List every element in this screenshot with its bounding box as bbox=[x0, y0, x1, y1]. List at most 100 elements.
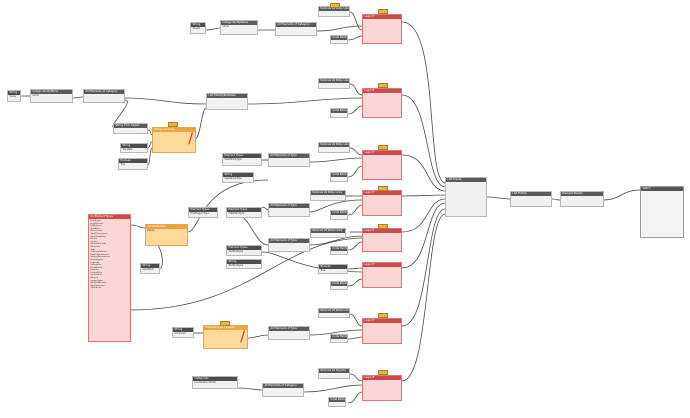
all-elements-of-type-node[interactable]: All Elements of Type bbox=[268, 153, 310, 167]
list-item[interactable]: ImageTypes bbox=[90, 279, 103, 282]
code-block-node[interactable]: Code Block bbox=[330, 108, 348, 118]
element-types-node[interactable]: Element Types FillPatternType bbox=[226, 207, 262, 218]
list-item[interactable]: Filters bbox=[90, 238, 97, 241]
remove-null-node[interactable]: Remove All NULL Links bbox=[318, 78, 350, 89]
list-item[interactable]: AnalysisResults bbox=[90, 282, 107, 285]
list-item[interactable]: AreaSchemes bbox=[90, 284, 105, 287]
list-item[interactable]: ProjectParameters bbox=[90, 253, 110, 256]
remove-null-node[interactable]: Remove All NULL Links bbox=[318, 142, 350, 153]
all-elements-of-type-node[interactable]: All Elements of Type bbox=[268, 238, 310, 252]
logic-if-node[interactable]: Logic.IF bbox=[362, 375, 402, 401]
string-node[interactable]: String DetailItem bbox=[140, 263, 160, 274]
string-contains-node[interactable]: String.Contains / bbox=[152, 127, 196, 153]
string-node[interactable]: String TextNoteType bbox=[226, 259, 262, 269]
list-item[interactable]: Materials bbox=[90, 245, 101, 248]
list-item[interactable]: SharedParameters bbox=[90, 256, 110, 259]
categories-byname-node[interactable]: Categories.ByName name bbox=[30, 89, 73, 103]
list-item[interactable]: Scopes bbox=[90, 240, 98, 243]
element-types-node[interactable]: Element Types FilledRegionType bbox=[188, 207, 218, 218]
remove-null-node[interactable]: Remove All NULL Links bbox=[318, 308, 350, 318]
list-filter-node[interactable]: List.FilterByBoolMask bbox=[206, 93, 248, 110]
list-item[interactable]: Legends bbox=[90, 261, 100, 264]
logic-if-node[interactable]: Logic.IF bbox=[362, 14, 402, 44]
element-delete-node[interactable]: Element.Delete bbox=[560, 191, 604, 207]
node-title: String bbox=[121, 144, 147, 148]
node-title: Element.Type.ByName bbox=[204, 326, 247, 330]
node-title: Element Types bbox=[223, 154, 261, 158]
list-item[interactable]: ViewTemplates bbox=[90, 235, 107, 238]
code-block-node[interactable]: Code Block bbox=[330, 172, 348, 182]
wire bbox=[401, 208, 446, 327]
logic-if-node[interactable]: Logic.IF bbox=[362, 262, 402, 288]
all-elements-of-type-node[interactable]: All Elements of Type bbox=[268, 203, 310, 217]
list-item[interactable]: Dimensions bbox=[90, 230, 103, 233]
boolean-node[interactable]: Boolean True bbox=[118, 158, 148, 170]
element-types-node[interactable]: Element Types ViewFamilyType bbox=[222, 153, 262, 166]
family-by-type-node[interactable]: Family.ByType Family bbox=[145, 224, 188, 246]
logic-if-node[interactable]: Logic.IF bbox=[362, 318, 402, 344]
list-item[interactable]: LinkedFiles bbox=[90, 271, 102, 274]
code-block-node[interactable]: Code Block bbox=[330, 35, 348, 44]
wire bbox=[130, 224, 146, 229]
logic-if-node[interactable]: Logic.IF bbox=[362, 190, 402, 216]
list-create-node[interactable]: List.Create bbox=[445, 177, 487, 217]
string-node[interactable]: String Sheets bbox=[190, 22, 206, 34]
logic-if-node[interactable]: Logic.IF bbox=[362, 150, 402, 180]
node-title: Boolean bbox=[119, 159, 147, 163]
list-item[interactable]: FillPatterns bbox=[90, 225, 102, 228]
list-item[interactable]: LineStyles bbox=[90, 220, 102, 222]
node-title: Logic.IF bbox=[363, 376, 401, 380]
remove-null-node[interactable]: Remove All NULL Links bbox=[310, 190, 346, 201]
list-item[interactable]: LinePatterns bbox=[90, 222, 104, 225]
string-node[interactable]: String Dimension bbox=[172, 327, 194, 338]
element-type-byname-node[interactable]: Element.Type.ByName / bbox=[203, 325, 248, 349]
wire bbox=[401, 213, 446, 382]
list-item[interactable]: SunStudies bbox=[90, 274, 103, 277]
categories-node[interactable]: Categories Coordination Model bbox=[192, 376, 238, 389]
list-item[interactable]: TextNotes bbox=[90, 227, 101, 230]
wire bbox=[347, 267, 363, 270]
remove-null-node[interactable]: Remove All NULL Links bbox=[310, 228, 346, 238]
code-block-node[interactable]: Code Block bbox=[328, 397, 346, 407]
list-item[interactable]: SheetLists bbox=[90, 287, 102, 290]
all-elements-of-type-node[interactable]: All Elements of Type bbox=[268, 326, 310, 340]
list-item[interactable]: FamilyTypes bbox=[90, 258, 104, 261]
list-flatten-node[interactable]: List.Flatten bbox=[510, 191, 552, 207]
element-types-node[interactable]: Element Types TextNoteType bbox=[226, 245, 262, 256]
wire bbox=[247, 97, 363, 105]
code-block-node[interactable]: Code Block bbox=[330, 281, 348, 290]
string-node[interactable]: String Template bbox=[120, 143, 148, 153]
node-title: Categories.ByName bbox=[221, 21, 257, 25]
code-block-node[interactable]: Code Block bbox=[330, 334, 348, 343]
all-elements-of-category-node[interactable]: All Elements of Category bbox=[83, 89, 125, 103]
string-node[interactable]: String Views bbox=[7, 90, 21, 102]
list-item[interactable]: SpotDimensions bbox=[90, 232, 108, 235]
boolean-node[interactable]: Boolean True bbox=[318, 264, 348, 274]
remove-imports-node[interactable]: Remove All Imports bbox=[318, 368, 350, 379]
all-elements-of-category-node[interactable]: All Elements of Category bbox=[262, 383, 304, 397]
element-types-dropdown[interactable]: Ux.ElementTypes LineStyles LinePatterns … bbox=[88, 214, 131, 342]
list-item[interactable]: DetailItems bbox=[90, 266, 103, 269]
categories-byname-node[interactable]: Categories.ByName name bbox=[220, 20, 258, 35]
string-node[interactable]: String ViewFamilyType bbox=[222, 172, 254, 183]
node-title: Code Block bbox=[331, 36, 347, 40]
node-title: Logic.IF bbox=[363, 229, 401, 233]
node-title: Logic.IF bbox=[363, 15, 401, 19]
node-title: Element Types bbox=[227, 246, 261, 250]
code-block-node[interactable]: Code Block bbox=[330, 246, 348, 255]
list-item[interactable]: CustomPatterns bbox=[90, 251, 108, 254]
string-from-object-node[interactable]: String from Object bbox=[113, 123, 148, 134]
list-item[interactable]: Tags bbox=[90, 248, 96, 251]
list-item[interactable]: Phases bbox=[90, 277, 98, 280]
list-item[interactable]: Imports bbox=[90, 269, 99, 272]
list-item[interactable]: RevisionClouds bbox=[90, 243, 107, 246]
watch-node[interactable]: Watch bbox=[640, 186, 684, 238]
wire bbox=[147, 129, 153, 136]
all-elements-of-category-node[interactable]: All Elements of Category bbox=[275, 22, 317, 36]
code-block-node[interactable]: Code Block bbox=[330, 210, 348, 220]
logic-if-node[interactable]: Logic.IF bbox=[362, 88, 402, 118]
logic-if-node[interactable]: Logic.IF bbox=[362, 228, 402, 252]
wire bbox=[303, 384, 363, 393]
list-item[interactable]: Schedules bbox=[90, 264, 102, 267]
